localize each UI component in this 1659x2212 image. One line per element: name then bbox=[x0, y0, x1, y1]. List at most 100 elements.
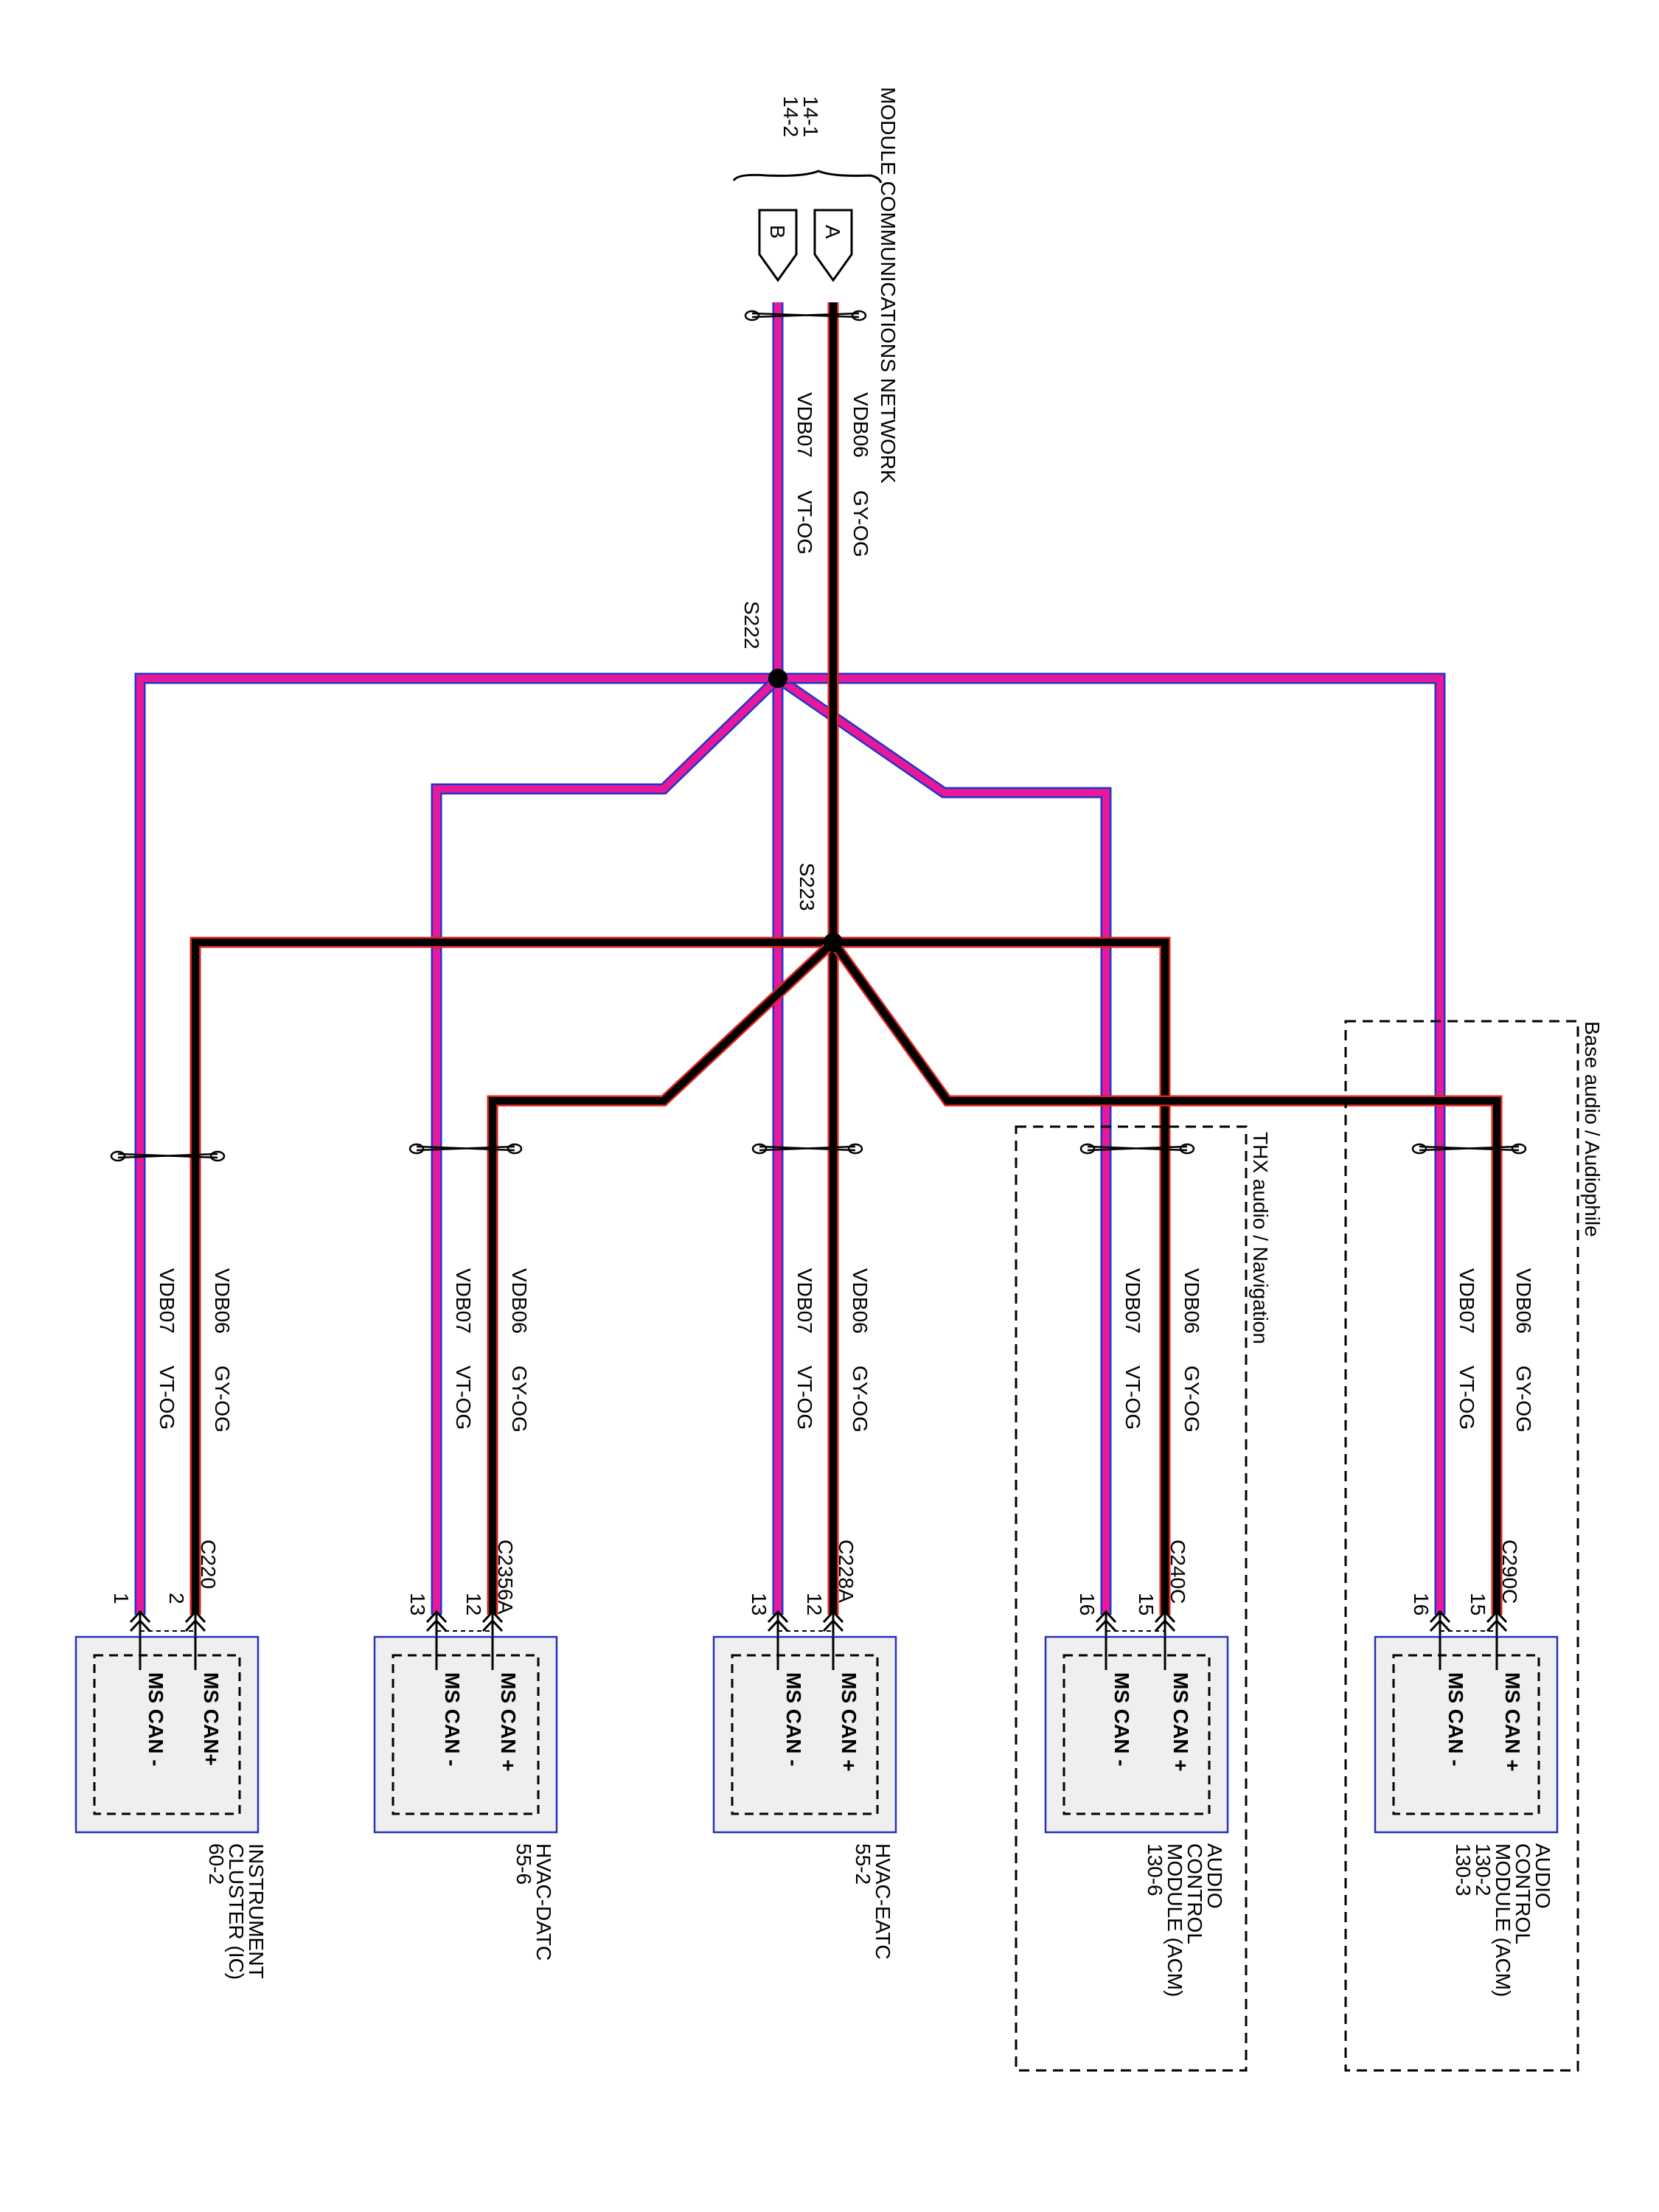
branch-plus-circuit-0: VDB06 bbox=[211, 1268, 234, 1334]
trunk-plus-color: GY-OG bbox=[849, 490, 872, 557]
trunk-plus-circuit: VDB06 bbox=[849, 392, 872, 458]
branch-minus-circuit-0: VDB07 bbox=[156, 1268, 178, 1334]
branch-minus-circuit-2: VDB07 bbox=[793, 1268, 816, 1334]
splice-s223-label: S223 bbox=[796, 863, 818, 911]
module-name-ic-line-1: CLUSTER (IC) bbox=[225, 1843, 248, 1980]
can-plus-wire-trace-3 bbox=[833, 936, 1171, 1615]
module-name-eatc-line-1: 55-2 bbox=[852, 1843, 874, 1885]
module-inner-box-acm_base bbox=[1392, 1654, 1540, 1815]
splice-s222-label: S222 bbox=[740, 601, 763, 649]
can-minus-wire-trace-1 bbox=[134, 672, 778, 1615]
module-box-eatc bbox=[712, 1635, 897, 1834]
module-name-acm_base-line-2: MODULE (ACM) bbox=[1492, 1843, 1514, 1997]
module-box-acm_thx bbox=[1044, 1635, 1229, 1834]
module-label-minus-ic: MS CAN - bbox=[145, 1672, 167, 1767]
module-inner-box-eatc bbox=[731, 1654, 879, 1815]
module-name-acm_base-line-0: AUDIO bbox=[1531, 1843, 1554, 1909]
module-label-plus-acm_thx: MS CAN + bbox=[1169, 1672, 1192, 1772]
connector-b-shape bbox=[758, 209, 798, 282]
can-plus-wire-2 bbox=[489, 939, 836, 1615]
twist-loop-right-0 bbox=[851, 310, 867, 321]
branch-minus-color-3: VT-OG bbox=[1121, 1366, 1144, 1430]
pin-minus-acm_thx: 16 bbox=[1076, 1593, 1099, 1615]
twist-loop-left-1 bbox=[110, 1150, 126, 1162]
module-box-datc bbox=[373, 1635, 558, 1834]
can-minus-wire-3 bbox=[776, 675, 1110, 1615]
twist-lines-4 bbox=[1087, 1145, 1188, 1152]
branch-minus-circuit-1: VDB07 bbox=[452, 1268, 475, 1334]
pin-plus-datc: 12 bbox=[462, 1593, 485, 1615]
twist-loop-left-3 bbox=[751, 1143, 768, 1155]
connector-b-label: B bbox=[766, 225, 789, 239]
branch-plus-color-0: GY-OG bbox=[211, 1366, 234, 1433]
twist-loop-left-4 bbox=[1079, 1143, 1096, 1155]
branch-plus-color-3: GY-OG bbox=[1180, 1366, 1203, 1433]
pin-minus-ic: 1 bbox=[110, 1593, 133, 1604]
module-box-ic bbox=[74, 1635, 260, 1834]
module-name-eatc-line-0: HVAC-EATC bbox=[872, 1843, 894, 1960]
thx-option-label: THX audio / Navigation bbox=[1249, 1132, 1272, 1344]
thx-option-box bbox=[1015, 1125, 1248, 2072]
branch-minus-color-0: VT-OG bbox=[156, 1366, 178, 1430]
can-plus-wire-3 bbox=[833, 939, 1169, 1615]
network-page-1: 14-1 bbox=[799, 96, 822, 137]
connector-a-shape bbox=[813, 209, 853, 282]
module-label-plus-acm_base: MS CAN + bbox=[1501, 1672, 1524, 1772]
twist-lines-2 bbox=[416, 1145, 515, 1152]
branch-minus-color-4: VT-OG bbox=[1455, 1366, 1478, 1430]
network-title: MODULE COMMUNICATIONS NETWORK bbox=[877, 87, 900, 484]
module-label-minus-eatc: MS CAN - bbox=[782, 1672, 805, 1767]
connector-id-acm_base: C290C bbox=[1498, 1540, 1521, 1604]
module-name-acm_thx-line-0: AUDIO bbox=[1203, 1843, 1226, 1909]
branch-plus-circuit-3: VDB06 bbox=[1180, 1268, 1203, 1334]
twist-loop-right-1 bbox=[209, 1150, 226, 1162]
network-page-2: 14-2 bbox=[779, 96, 802, 137]
can-minus-wire-1 bbox=[136, 675, 778, 1615]
connector-a-label: A bbox=[821, 225, 844, 239]
module-name-datc-line-1: 55-6 bbox=[512, 1843, 535, 1885]
connector-id-acm_thx: C240C bbox=[1166, 1540, 1189, 1604]
module-inner-box-datc bbox=[392, 1654, 540, 1815]
pin-plus-eatc: 12 bbox=[803, 1593, 826, 1615]
twist-loop-left-2 bbox=[408, 1143, 425, 1155]
module-name-acm_thx-line-1: CONTROL bbox=[1183, 1843, 1206, 1944]
branch-plus-color-4: GY-OG bbox=[1512, 1366, 1535, 1433]
module-label-minus-acm_base: MS CAN - bbox=[1444, 1672, 1467, 1767]
module-name-acm_thx-line-2: MODULE (ACM) bbox=[1164, 1843, 1186, 1997]
wire-labels: VDB06GY-OGVDB07VT-OGVDB06GY-OGVDB07VT-OG… bbox=[156, 392, 1535, 1433]
can-minus-wire-trace-3 bbox=[774, 673, 1112, 1615]
base-option-label: Base audio / Audiophile bbox=[1581, 1021, 1604, 1237]
branch-minus-color-1: VT-OG bbox=[452, 1366, 475, 1430]
twist-lines-0 bbox=[751, 312, 860, 319]
branch-plus-circuit-4: VDB06 bbox=[1512, 1268, 1535, 1334]
twist-loop-right-4 bbox=[1179, 1143, 1195, 1155]
module-label-minus-datc: MS CAN - bbox=[441, 1672, 464, 1767]
connector-id-ic: C220 bbox=[197, 1540, 220, 1589]
trunk-minus-color: VT-OG bbox=[793, 490, 816, 554]
module-label-plus-eatc: MS CAN + bbox=[838, 1672, 860, 1772]
pin-minus-eatc: 13 bbox=[748, 1593, 771, 1615]
twisted-pair-symbols bbox=[110, 310, 1527, 1162]
twist-loop-left-0 bbox=[744, 310, 760, 321]
can-minus-wire-4 bbox=[778, 675, 1444, 1615]
branch-minus-circuit-3: VDB07 bbox=[1121, 1268, 1144, 1334]
branch-plus-color-1: GY-OG bbox=[508, 1366, 531, 1433]
pin-plus-acm_base: 15 bbox=[1467, 1593, 1489, 1615]
twist-loop-right-2 bbox=[507, 1143, 523, 1155]
module-inner-box-acm_thx bbox=[1062, 1654, 1211, 1815]
pin-plus-acm_thx: 15 bbox=[1135, 1593, 1158, 1615]
module-name-acm_base-line-4: 130-3 bbox=[1452, 1843, 1475, 1896]
branch-minus-color-2: VT-OG bbox=[793, 1366, 816, 1430]
splice-s223 bbox=[824, 933, 843, 952]
can-plus-wire-1 bbox=[192, 939, 833, 1615]
module-name-ic-line-2: 60-2 bbox=[205, 1843, 228, 1885]
twist-lines-3 bbox=[759, 1145, 856, 1152]
twist-loop-right-5 bbox=[1511, 1143, 1527, 1155]
connector-id-datc: C2356A bbox=[494, 1540, 517, 1615]
